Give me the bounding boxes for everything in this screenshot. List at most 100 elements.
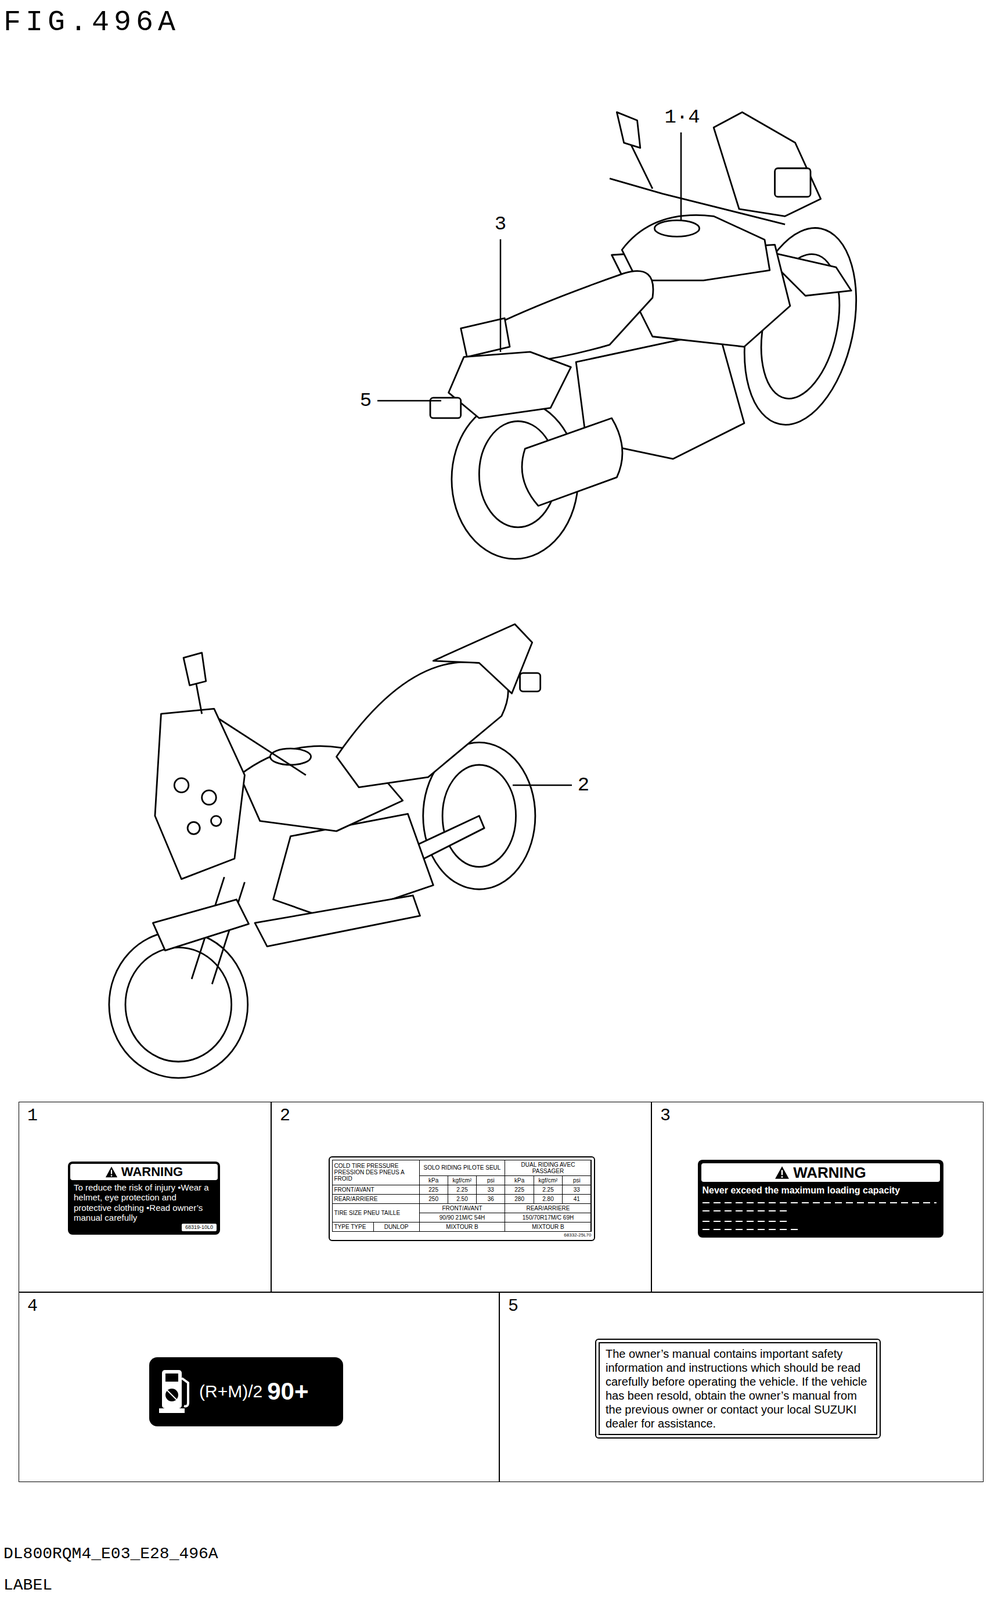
table-cell-text: kgf/cm²	[448, 1175, 477, 1185]
label-footer: 68332-25L70	[332, 1231, 592, 1238]
leader-line	[499, 239, 502, 352]
blank-lines	[702, 1220, 789, 1222]
warning-triangle-icon	[775, 1165, 790, 1179]
figure-title: FIG.496A	[3, 8, 180, 38]
table-cell-text: 2.50	[448, 1194, 477, 1203]
table-cell-text: 90/90 21M/C 54H	[419, 1212, 506, 1222]
octane-number: 90+	[267, 1378, 309, 1404]
motorcycle-rear-view	[629, 142, 653, 189]
warning-text: Never exceed the maximum loading capacit…	[702, 1184, 939, 1196]
motorcycle-front-view	[187, 821, 200, 834]
leader-line	[512, 784, 572, 787]
leader-line	[377, 400, 442, 402]
drawing-code: DL800RQM4_E03_E28_496A	[3, 1545, 219, 1562]
motorcycle-front-view	[183, 652, 207, 686]
table-cell-text: TIRE SIZE PNEU TAILLE	[332, 1203, 420, 1222]
warning-triangle-icon	[105, 1165, 118, 1179]
part-code: 68332-25L70	[563, 1232, 592, 1238]
table-cell-text: 41	[562, 1194, 591, 1203]
warning-word: WARNING	[793, 1164, 867, 1181]
table-cell-text: 2.25	[448, 1184, 477, 1194]
warning-label: WARNINGTo reduce the risk of injury •Wea…	[67, 1161, 221, 1235]
cell-number: 3	[660, 1106, 671, 1125]
warning-header: WARNING	[70, 1163, 218, 1180]
motorcycle-front-view	[520, 672, 541, 692]
warning-header: WARNING	[701, 1162, 940, 1183]
table-cell-text: 33	[476, 1184, 505, 1194]
warning-triangle-icon	[110, 1174, 113, 1177]
warning-body: To reduce the risk of injury •Wear a hel…	[70, 1179, 218, 1224]
cell-number: 2	[279, 1106, 291, 1125]
fuel-octane-label: (R+M)/290+	[149, 1356, 344, 1426]
callout-number: 3	[494, 214, 507, 234]
motorcycle-rear-view	[448, 351, 572, 419]
table-cell-text: kgf/cm²	[534, 1175, 563, 1185]
warning-body: Never exceed the maximum loading capacit…	[701, 1181, 940, 1198]
motorcycle-front-view	[202, 790, 217, 805]
blank-lines	[702, 1209, 789, 1212]
table-cell-text: FRONT/AVANT	[332, 1184, 420, 1194]
table-cell: 5The owner’s manual contains important s…	[499, 1291, 984, 1482]
table-cell-text: psi	[476, 1175, 505, 1185]
motorcycle-front-view	[210, 815, 222, 827]
motorcycle-rear-view	[460, 318, 510, 358]
blank-lines	[702, 1201, 937, 1203]
part-code: 68319-10L0	[181, 1223, 217, 1231]
motorcycle-rear-view	[470, 271, 654, 366]
table-cell: 4(R+M)/290+	[18, 1291, 500, 1482]
table-cell-text: MIXTOUR B	[505, 1222, 591, 1231]
callout-number: 1·4	[664, 107, 700, 128]
label-footer: 68319-10L0	[70, 1223, 218, 1233]
motorcycle-rear-view	[713, 112, 821, 216]
fuel-pump-icon	[165, 1373, 179, 1382]
cell-number: 5	[508, 1297, 519, 1315]
warning-triangle-icon	[110, 1169, 113, 1174]
blank-lines	[701, 1197, 937, 1234]
fuel-pump-icon	[159, 1407, 185, 1413]
callout-number: 5	[359, 390, 372, 411]
table-cell-text: kPa	[419, 1175, 448, 1185]
table-cell-text: kPa	[505, 1175, 533, 1185]
warning-text: To reduce the risk of injury •Wear a hel…	[70, 1179, 218, 1224]
motorcycle-rear-view	[521, 418, 623, 506]
warning-triangle-icon	[781, 1175, 784, 1178]
motorcycle-front-view	[174, 777, 189, 793]
table-cell-text: 225	[505, 1184, 533, 1194]
motorcycle-front-view	[109, 930, 248, 1078]
table-cell-text: FRONT/AVANT	[419, 1203, 506, 1213]
loading-warning-label: WARNING Never exceed the maximum loading …	[697, 1159, 944, 1238]
table-cell-text: DUNLOP	[373, 1222, 420, 1231]
motorcycle-rear-view	[430, 112, 874, 559]
table-cell-text: psi	[562, 1175, 591, 1185]
table-cell-text: TYPE TYPE	[332, 1222, 374, 1231]
owners-manual-label: The owner’s manual contains important sa…	[595, 1338, 881, 1439]
motorcycle-front-view	[109, 624, 541, 1078]
motorcycle-front-view	[219, 718, 306, 776]
table-cell-text: SOLO RIDING PILOTE SEUL	[419, 1160, 506, 1176]
motorcycle-front-view	[152, 899, 249, 951]
motorcycle-rear-view	[609, 178, 785, 225]
table-cell-text: 2.25	[534, 1184, 563, 1194]
table-cell: 2COLD TIRE PRESSURE PRESSION DES PNEUS A…	[271, 1101, 652, 1292]
table-cell-text: MIXTOUR B	[419, 1222, 506, 1231]
warning-triangle-icon	[105, 1166, 118, 1177]
leader-line	[377, 132, 682, 785]
blank-lines	[702, 1228, 801, 1230]
tire-pressure-label: COLD TIRE PRESSURE PRESSION DES PNEUS A …	[328, 1155, 596, 1242]
callout-number: 2	[577, 775, 590, 795]
warning-triangle-icon	[774, 1164, 790, 1180]
tire-table: COLD TIRE PRESSURE PRESSION DES PNEUS A …	[332, 1159, 592, 1232]
figure-name: LABEL	[3, 1576, 53, 1594]
table-cell-text: 280	[505, 1194, 533, 1203]
motorcycle-rear-view	[616, 112, 640, 148]
table-cell-text: REAR/ARRIERE	[505, 1203, 591, 1213]
motorcycle-front-view	[433, 624, 532, 694]
table-cell-text: DUAL RIDING AVEC PASSAGER	[505, 1160, 591, 1176]
motorcycle-front-view	[336, 661, 509, 788]
table-cell: 1WARNINGTo reduce the risk of injury •We…	[18, 1101, 272, 1292]
table-cell-text: REAR/ARRIERE	[332, 1194, 420, 1203]
table-cell: 3WARNING Never exceed the maximum loading…	[651, 1101, 984, 1292]
fuel-pump-icon	[157, 1366, 195, 1417]
motorcycle-front-view	[254, 895, 420, 947]
warning-triangle-icon	[781, 1169, 784, 1176]
